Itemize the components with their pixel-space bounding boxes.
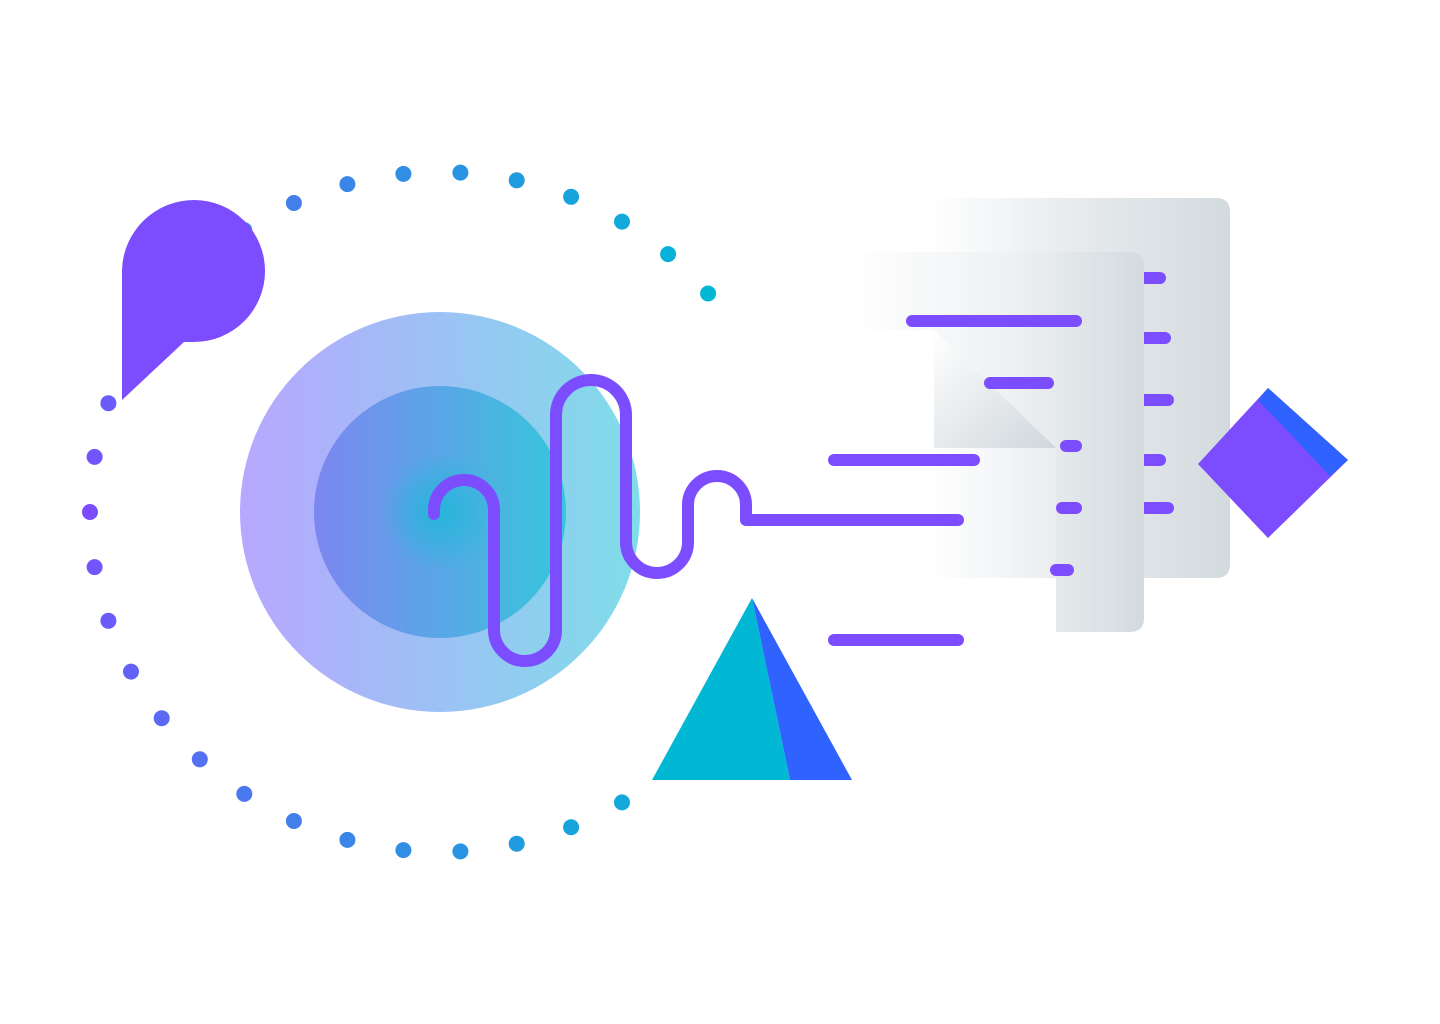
arc-dot <box>191 751 208 768</box>
arc-dot <box>700 285 717 302</box>
arc-dot <box>614 213 630 230</box>
document-front-sheet <box>850 252 1144 632</box>
arc-dot <box>285 195 302 211</box>
dotted-arc <box>82 164 717 860</box>
arc-dot <box>82 504 98 520</box>
arc-dot <box>86 448 103 465</box>
arc-dot <box>100 612 117 629</box>
arc-dot <box>563 188 580 205</box>
arc-dot <box>452 164 469 181</box>
arc-dot <box>614 794 630 811</box>
arc-dot <box>508 835 525 852</box>
arc-dot <box>86 559 103 576</box>
arc-dot <box>660 246 677 263</box>
arc-dot <box>285 813 302 829</box>
arc-dot <box>452 843 469 860</box>
arc-dot <box>508 172 525 189</box>
arc-dot <box>123 663 139 680</box>
diamond <box>1198 388 1348 538</box>
arc-dot <box>563 819 580 836</box>
wavy-line <box>428 374 842 667</box>
document-stack <box>828 198 1230 646</box>
triangle <box>652 598 852 780</box>
document-text-lines <box>828 393 996 646</box>
arc-dot <box>236 785 253 802</box>
arc-dot <box>153 710 170 727</box>
arc-dot <box>395 165 412 182</box>
arc-dot <box>395 842 412 859</box>
arc-dot <box>100 395 117 412</box>
arc-dot <box>339 831 356 848</box>
arc-dot <box>339 176 356 193</box>
speech-bubble-icon <box>122 199 266 400</box>
